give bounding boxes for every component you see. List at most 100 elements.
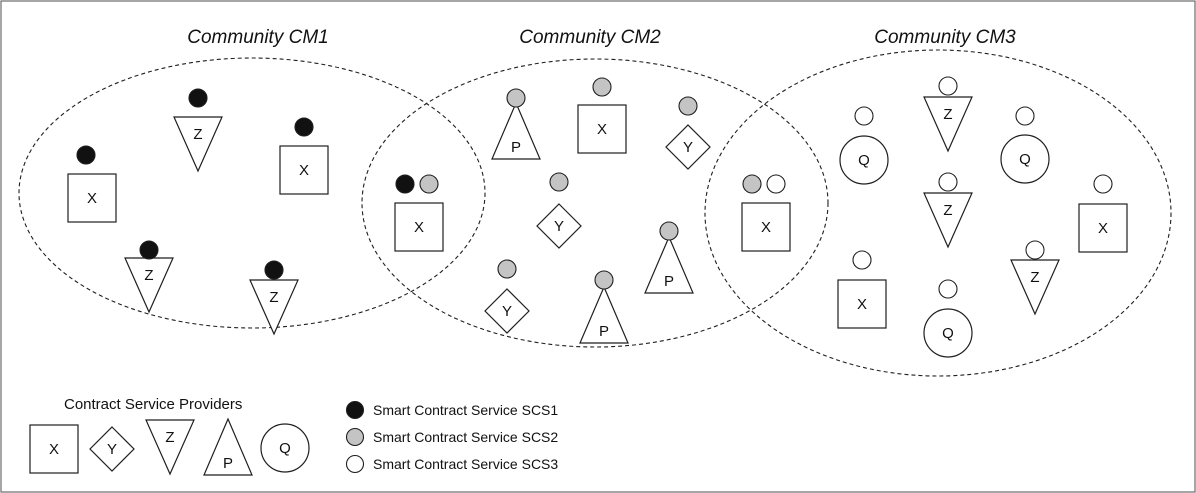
provider-node: X <box>279 117 329 195</box>
provider-label: Q <box>858 152 870 169</box>
provider-label: Y <box>107 441 117 458</box>
provider-label: P <box>511 139 521 156</box>
provider-node: Q <box>839 106 889 185</box>
provider-shape-square <box>67 173 117 223</box>
provider-label: X <box>761 219 771 236</box>
provider-node: X <box>394 174 444 252</box>
legend-shape-diamond <box>89 426 135 472</box>
provider-node: Z <box>124 240 174 314</box>
legend-provider-z: Z <box>145 419 195 476</box>
service-dot-scs2 <box>506 88 526 108</box>
provider-node: P <box>491 88 541 160</box>
provider-shape-square <box>837 279 887 329</box>
provider-node: Z <box>923 172 973 249</box>
provider-shape-down-triangle <box>249 279 299 336</box>
service-dot-scs1 <box>188 88 208 108</box>
provider-node: P <box>579 270 629 344</box>
provider-shape-down-triangle <box>1010 259 1060 316</box>
service-dot-scs1 <box>395 174 415 194</box>
provider-shape-down-triangle <box>923 192 973 249</box>
service-dot-scs2 <box>594 270 614 290</box>
provider-label: Q <box>942 325 954 342</box>
provider-node: Y <box>536 172 582 249</box>
provider-shape-square <box>1078 203 1128 253</box>
provider-shape-square <box>741 202 791 252</box>
legend-scs1-dot <box>345 400 365 420</box>
legend-provider-shapes: X Y Z P Q <box>29 417 310 476</box>
service-dot-scs3 <box>938 172 958 192</box>
provider-node: X <box>837 250 887 329</box>
provider-label: X <box>49 441 59 458</box>
provider-label: Y <box>683 139 693 156</box>
provider-node: Q <box>923 279 973 358</box>
provider-label: X <box>597 121 607 138</box>
provider-shape-circle <box>839 135 889 185</box>
service-dot-scs2 <box>497 259 517 279</box>
provider-label: Z <box>144 267 153 284</box>
provider-node: Y <box>665 96 711 170</box>
provider-shape-square <box>577 104 627 154</box>
legend-scs1-label: Smart Contract Service SCS1 <box>373 402 558 418</box>
service-dot-scs1 <box>294 117 314 137</box>
provider-node: P <box>644 221 694 294</box>
service-dot-scs2 <box>419 174 439 194</box>
provider-label: X <box>1098 220 1108 237</box>
legend-scs3-label: Smart Contract Service SCS3 <box>373 456 558 472</box>
legend-scs2-dot <box>345 427 365 447</box>
provider-node: Z <box>1010 240 1060 316</box>
provider-shape-diamond <box>536 203 582 249</box>
provider-label: Y <box>502 303 512 320</box>
provider-node: Q <box>1000 106 1050 184</box>
service-dot-scs2 <box>742 174 762 194</box>
provider-node: X <box>67 145 117 223</box>
provider-label: X <box>87 190 97 207</box>
legend-scs3-dot <box>345 454 365 474</box>
service-dot-scs2 <box>549 172 569 192</box>
provider-node: Y <box>484 259 530 334</box>
provider-node: X <box>741 174 791 252</box>
provider-label: X <box>414 219 424 236</box>
provider-shape-square <box>394 202 444 252</box>
provider-shape-up-triangle <box>491 101 541 160</box>
provider-label: P <box>599 323 609 340</box>
provider-label: Z <box>943 202 952 219</box>
service-dot-scs1 <box>76 145 96 165</box>
service-dot-scs3 <box>854 106 874 126</box>
provider-label: X <box>299 162 309 179</box>
service-dot-scs1 <box>139 240 159 260</box>
legend-scs2-label: Smart Contract Service SCS2 <box>373 429 558 445</box>
service-dot-scs2 <box>659 221 679 241</box>
legend-provider-y: Y <box>89 426 135 472</box>
provider-node: Z <box>173 88 223 173</box>
provider-label: X <box>857 296 867 313</box>
provider-shape-up-triangle <box>644 235 694 294</box>
provider-shape-down-triangle <box>173 116 223 173</box>
service-dot-scs2 <box>592 77 612 97</box>
provider-label: P <box>664 273 674 290</box>
service-dot-scs1 <box>264 260 284 280</box>
community-ellipse-cm1 <box>18 57 486 329</box>
legend-provider-x: X <box>29 424 79 474</box>
provider-shape-down-triangle <box>923 96 973 153</box>
provider-node: Z <box>249 260 299 336</box>
community-ellipse-cm3 <box>704 49 1172 377</box>
service-dot-scs3 <box>938 76 958 96</box>
legend-shape-square <box>29 424 79 474</box>
legend-provider-p: P <box>203 417 253 476</box>
service-dot-scs3 <box>766 174 786 194</box>
provider-label: Q <box>1019 151 1031 168</box>
provider-node: X <box>1078 174 1128 253</box>
legend-provider-q: Q <box>260 423 310 473</box>
service-dot-scs3 <box>1025 240 1045 260</box>
provider-label: Z <box>165 429 174 446</box>
service-dot-scs3 <box>1093 174 1113 194</box>
provider-label: Q <box>279 440 291 457</box>
provider-shape-up-triangle <box>579 285 629 344</box>
community-title-cm1: Community CM1 <box>187 27 328 48</box>
community-title-cm3: Community CM3 <box>874 27 1016 48</box>
provider-label: P <box>223 455 233 472</box>
